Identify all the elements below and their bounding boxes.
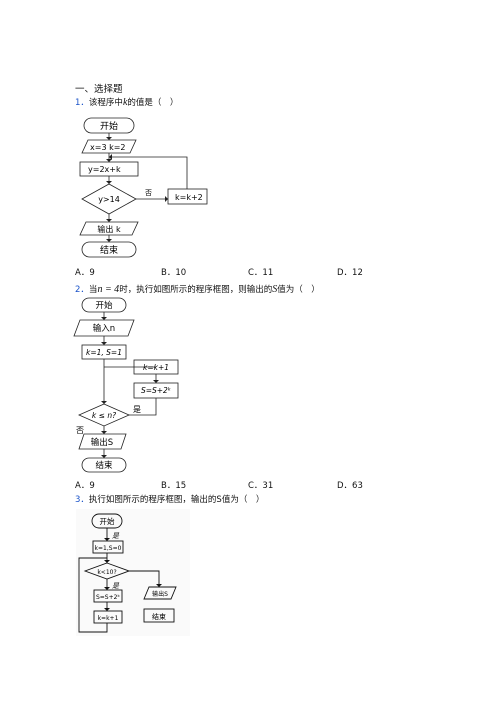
q2-option-d[interactable]: D．63 bbox=[337, 481, 363, 491]
fc1-start-label: 开始 bbox=[100, 120, 118, 132]
fc2-init-label: k=1, S=1 bbox=[86, 348, 122, 357]
fc3-yes2-label: 是 bbox=[112, 582, 120, 590]
fc1-cond-label: y>14 bbox=[98, 195, 120, 204]
fc3-cond-label: k<10? bbox=[97, 569, 116, 576]
fc3-end-box bbox=[143, 608, 175, 623]
section-title: 一、选择题 bbox=[75, 84, 123, 95]
fc1-end-label: 结束 bbox=[100, 244, 118, 256]
question-3-stem: 3．执行如图所示的程序框图，输出的S值为（ ） bbox=[75, 495, 265, 505]
fc1-init-label: x=3 k=2 bbox=[90, 143, 126, 152]
question-2-stem: 2．当n = 4时，执行如图所示的程序框图，则输出的S值为（ ） bbox=[75, 284, 320, 295]
fc2-end-label: 结束 bbox=[95, 460, 113, 471]
fc1-output-box bbox=[79, 221, 139, 236]
fc1-no-label: 否 bbox=[145, 189, 152, 197]
q2-option-b[interactable]: B．15 bbox=[161, 481, 187, 491]
fc3-init-box bbox=[92, 540, 124, 554]
question-3-number: 3． bbox=[75, 495, 89, 505]
fc2-no-label: 否 bbox=[76, 426, 84, 435]
fc3-output-label: 输出S bbox=[152, 590, 168, 598]
fc3-init-label: k=1,S=0 bbox=[95, 545, 122, 552]
fc2-output-label: 输出S bbox=[91, 437, 113, 448]
question-2-number: 2． bbox=[75, 285, 89, 295]
q2-option-c[interactable]: C．31 bbox=[248, 481, 274, 491]
fc3-update-k-label: k=k+1 bbox=[98, 615, 119, 622]
fc3-output-box bbox=[143, 586, 177, 600]
q1-option-a[interactable]: A．9 bbox=[75, 268, 95, 278]
fc1-calc-label: y=2x+k bbox=[88, 165, 121, 174]
fc2-yes-label: 是 bbox=[133, 405, 141, 414]
question-1-stem: 1．该程序中k的值是（ ） bbox=[75, 97, 179, 108]
q1-option-d[interactable]: D．12 bbox=[337, 268, 363, 278]
fc2-start-label: 开始 bbox=[95, 300, 113, 311]
fc1-update-box bbox=[167, 188, 208, 205]
fc3-yes1-label: 是 bbox=[112, 532, 120, 540]
fc2-cond-label: k ≤ n? bbox=[92, 411, 116, 420]
fc1-update-label: k=k+2 bbox=[175, 193, 203, 202]
q1-option-c[interactable]: C．11 bbox=[248, 268, 274, 278]
fc3-end-label: 结束 bbox=[152, 612, 166, 621]
fc3-update-k-box bbox=[93, 610, 123, 624]
fc3-update-s-label: S=S+2ᵏ bbox=[96, 594, 120, 601]
fc2-input-box bbox=[73, 319, 135, 337]
fc2-output-box bbox=[78, 433, 127, 450]
fc2-update-s-label: S=S+2ᵏ bbox=[141, 386, 171, 395]
fc2-input-label: 输入n bbox=[93, 323, 115, 334]
fc2-update-k-label: k=k+1 bbox=[143, 363, 169, 372]
fc3-update-s-box bbox=[93, 589, 123, 603]
fc3-start-label: 开始 bbox=[100, 516, 115, 526]
question-1-number: 1． bbox=[75, 98, 89, 108]
q2-option-a[interactable]: A．9 bbox=[75, 481, 95, 491]
fc1-init-box bbox=[81, 139, 137, 154]
fc1-output-label: 输出 k bbox=[97, 224, 121, 234]
q1-option-b[interactable]: B．10 bbox=[161, 268, 187, 278]
